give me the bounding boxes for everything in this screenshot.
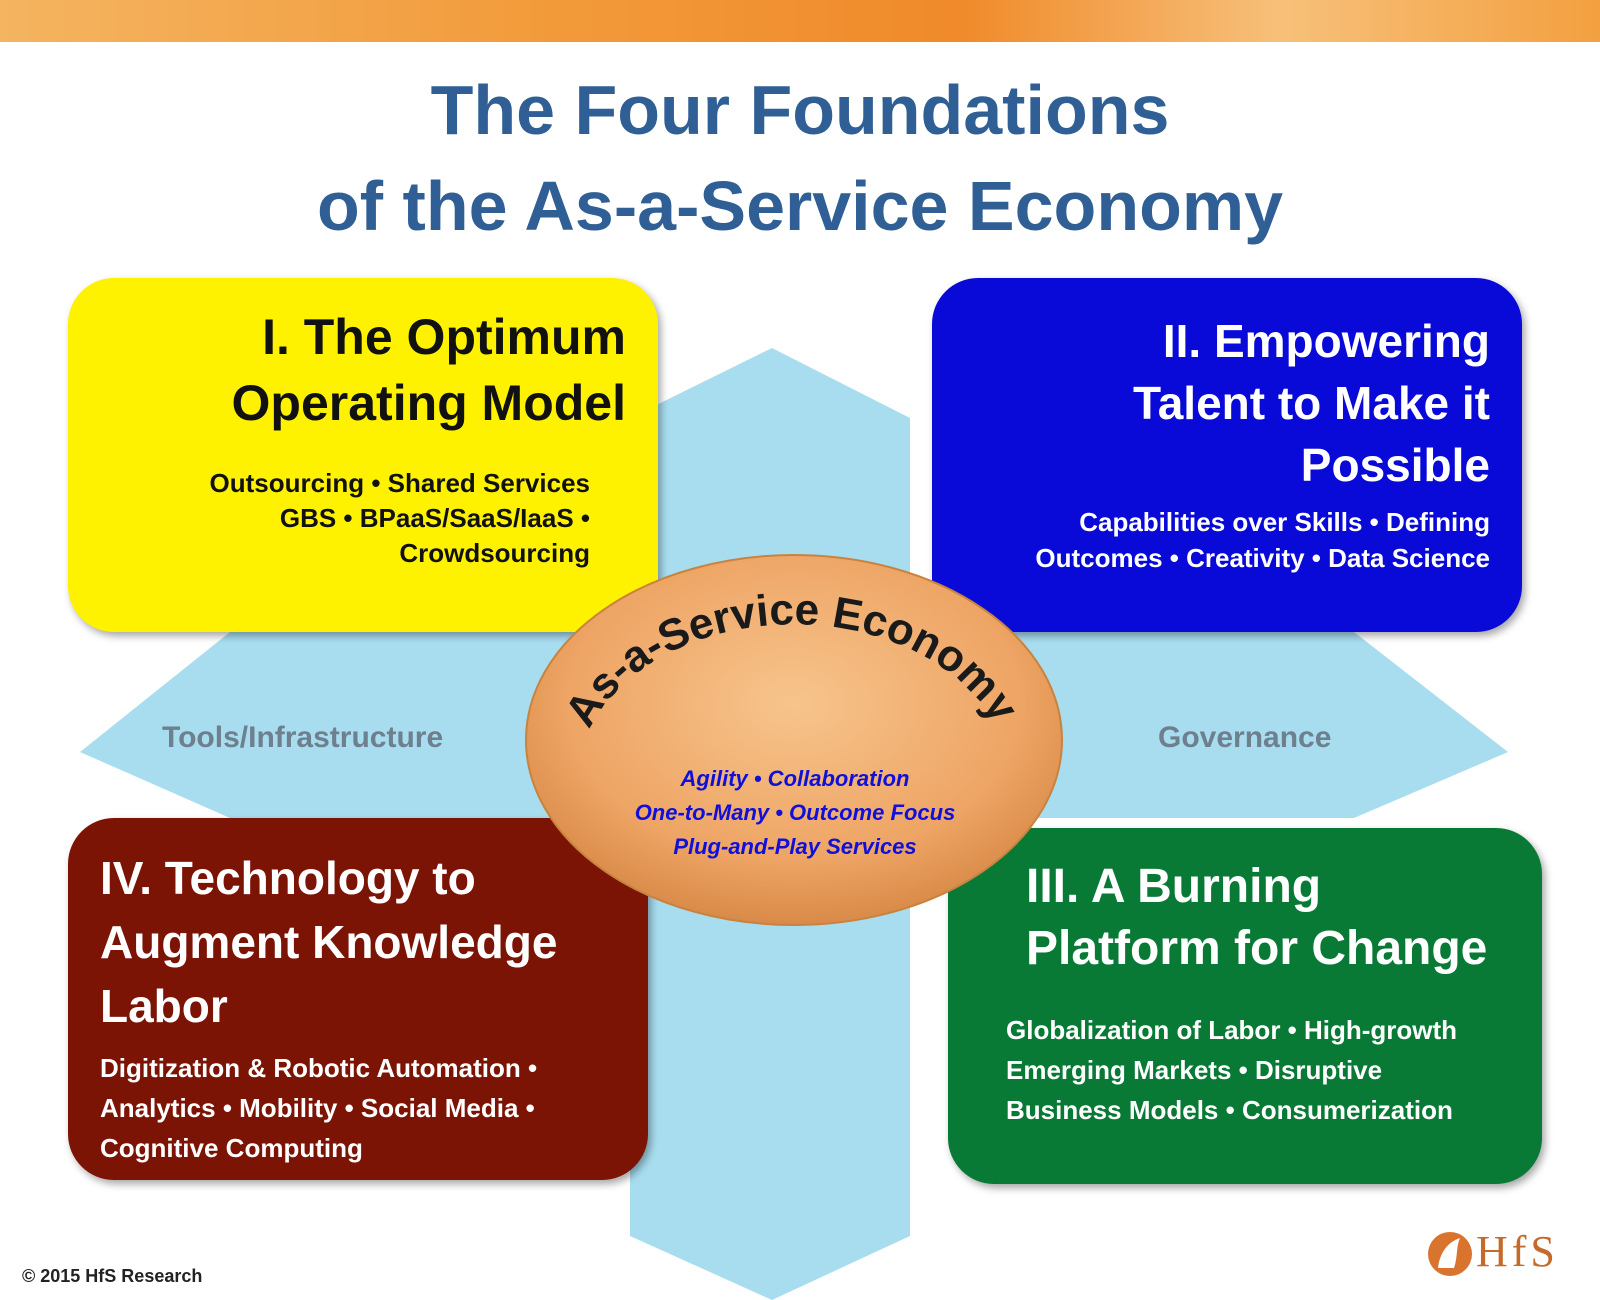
foundation-4-heading-line-2: Augment Knowledge	[100, 916, 558, 968]
foundation-2-heading: II. Empowering Talent to Make it Possibl…	[1133, 310, 1490, 496]
governance-label: Governance	[1158, 721, 1332, 754]
center-items-line-3: Plug-and-Play Services	[673, 834, 917, 859]
foundation-2-items-line-1: Capabilities over Skills • Defining	[1079, 507, 1490, 537]
foundation-4-heading: IV. Technology to Augment Knowledge Labo…	[100, 846, 557, 1038]
foundation-3-items: Globalization of Labor • High-growth Eme…	[1006, 1010, 1457, 1130]
foundation-3-heading-line-1: III. A Burning	[1026, 860, 1322, 913]
foundation-3-box: III. A Burning Platform for Change Globa…	[948, 828, 1542, 1184]
foundation-1-items-line-1: Outsourcing • Shared Services	[209, 468, 590, 498]
foundation-2-heading-line-3: Possible	[1300, 439, 1490, 491]
center-disc	[525, 554, 1063, 926]
foundation-3-items-line-1: Globalization of Labor • High-growth	[1006, 1015, 1458, 1045]
foundation-1-heading-line-2: Operating Model	[231, 375, 626, 431]
foundation-4-items-line-1: Digitization & Robotic Automation •	[100, 1053, 538, 1083]
hfs-logo-text: HfS	[1476, 1227, 1559, 1276]
foundation-4-heading-line-3: Labor	[100, 980, 228, 1032]
foundation-1-items-line-3: Crowdsourcing	[399, 538, 590, 568]
foundation-1-heading-line-1: I. The Optimum	[262, 309, 626, 365]
center-items-line-1: Agility • Collaboration	[680, 766, 910, 791]
foundation-2-items-line-2: Outcomes • Creativity • Data Science	[1035, 543, 1490, 573]
foundation-1-heading: I. The Optimum Operating Model	[232, 304, 626, 436]
foundation-4-items-line-2: Analytics • Mobility • Social Media •	[100, 1093, 535, 1123]
page-title: The Four Foundations of the As-a-Service…	[0, 62, 1600, 254]
copyright-notice: © 2015 HfS Research	[22, 1266, 203, 1286]
foundation-3-heading-line-2: Platform for Change	[1026, 922, 1488, 975]
foundation-3-items-line-2: Emerging Markets • Disruptive	[1006, 1055, 1383, 1085]
foundation-2-box: II. Empowering Talent to Make it Possibl…	[932, 278, 1522, 632]
foundation-3-heading: III. A Burning Platform for Change	[1026, 856, 1487, 980]
foundation-2-heading-line-2: Talent to Make it	[1133, 377, 1490, 429]
foundation-4-heading-line-1: IV. Technology to	[100, 852, 476, 904]
top-banner	[0, 0, 1600, 42]
hfs-logo-icon	[1428, 1232, 1472, 1276]
foundation-2-items: Capabilities over Skills • Defining Outc…	[1035, 504, 1490, 576]
foundation-4-box: IV. Technology to Augment Knowledge Labo…	[68, 818, 648, 1180]
center-items: Agility • Collaboration One-to-Many • Ou…	[560, 762, 1030, 864]
foundation-1-items-line-2: GBS • BPaaS/SaaS/IaaS •	[279, 503, 590, 533]
tools-infrastructure-label: Tools/Infrastructure	[162, 721, 444, 754]
foundation-3-items-line-3: Business Models • Consumerization	[1006, 1095, 1453, 1125]
foundation-1-box: I. The Optimum Operating Model Outsourci…	[68, 278, 658, 632]
foundation-4-items: Digitization & Robotic Automation • Anal…	[100, 1048, 537, 1168]
center-ellipse: As-a-Service Economy	[525, 554, 1063, 926]
title-line-2: of the As-a-Service Economy	[316, 167, 1284, 245]
foundation-4-items-line-3: Cognitive Computing	[100, 1133, 363, 1163]
title-line-1: The Four Foundations	[430, 71, 1170, 149]
foundation-2-heading-line-1: II. Empowering	[1162, 315, 1490, 367]
center-items-line-2: One-to-Many • Outcome Focus	[634, 800, 956, 825]
foundation-1-items: Outsourcing • Shared Services GBS • BPaa…	[210, 466, 590, 571]
